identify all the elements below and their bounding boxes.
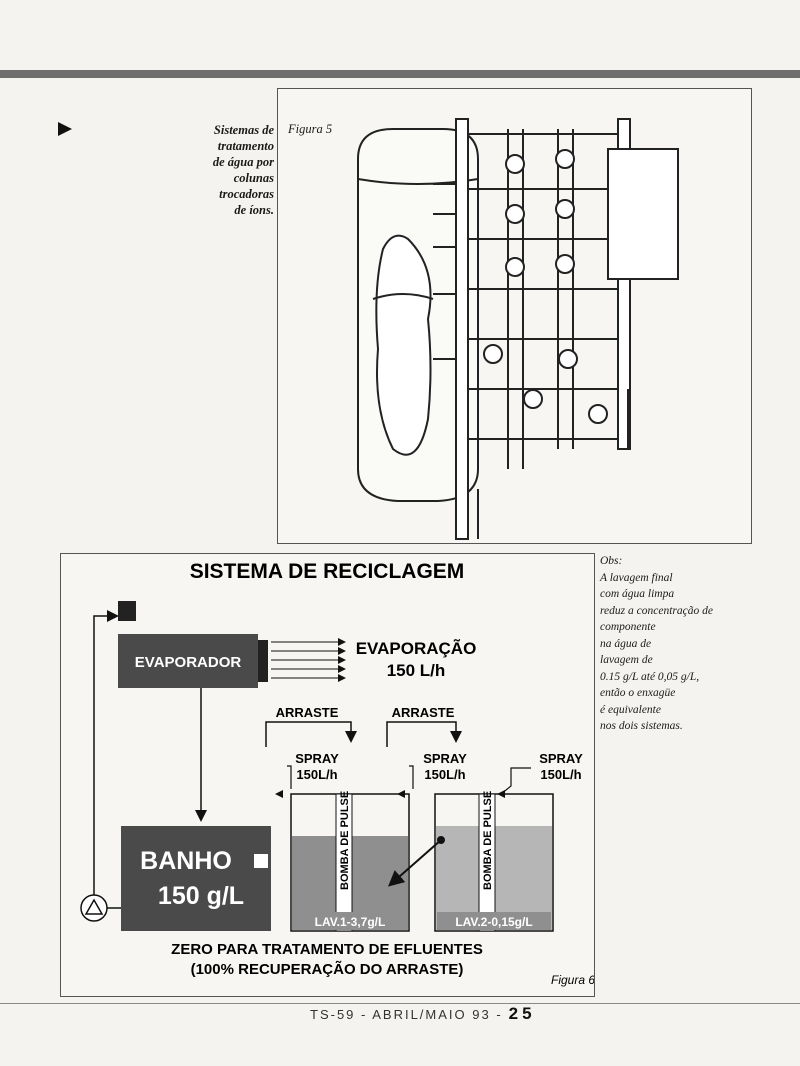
caption-line: colunas [233,171,274,185]
transfer-arrow [387,839,442,887]
pulse-pump-1 [335,793,353,932]
spray-rate: 150L/h [296,767,337,782]
evaporator-label: EVAPORADOR [135,654,242,671]
rinse-2-label-band [437,912,551,930]
spray-label: SPRAY [295,751,339,766]
bullet-arrow-icon [58,122,72,136]
bath-concentration: 150 g/L [158,882,244,910]
zero-effluent-line2: (100% RECUPERAÇÃO DO ARRASTE) [191,960,464,978]
drag-out-line [265,721,357,747]
transfer-point [437,836,445,844]
spray-line [409,765,414,789]
spray-label: SPRAY [539,751,583,766]
drag-out-line [386,721,462,747]
bath-indicator [254,854,268,868]
zero-effluent-line1: ZERO PARA TRATAMENTO DE EFLUENTES [171,941,483,958]
page-number: 25 [508,1004,536,1023]
page-footer: TS-59 - ABRIL/MAIO 93 - 25 [310,1004,536,1024]
footer-issue: TS-59 - ABRIL/MAIO 93 - [310,1007,503,1022]
obs-line: é equivalente [600,703,661,716]
diagram-title: SISTEMA DE RECICLAGEM [190,560,465,583]
evaporator-outlet [258,640,268,682]
evaporation-label: EVAPORAÇÃO [356,638,477,658]
feed-unit [118,601,136,621]
figure5-label: Figura 5 [288,122,333,136]
recycling-system-diagram: SISTEMA DE RECICLAGEM EVAPORADOR EVAPORA… [80,560,595,987]
figure5-frame [277,88,752,544]
spray-label: SPRAY [423,751,467,766]
caption-line: de água por [212,155,274,169]
obs-line: então o enxagüe [600,687,676,699]
obs-line: Obs: [600,555,623,567]
obs-line: A lavagem final [600,571,673,584]
rinse-2-label: LAV.2-0,15g/L [455,915,532,929]
spray-rate: 150L/h [540,767,581,782]
drag-out-label: ARRASTE [276,705,339,720]
figure5-caption: Sistemas de tratamento de água por colun… [150,122,274,218]
obs-line: na água de [600,637,652,650]
obs-line: com água limpa [600,588,675,600]
caption-line: trocadoras [219,187,274,201]
pump-triangle-icon [84,898,104,915]
evaporation-rate: 150 L/h [387,661,446,680]
obs-line: lavagem de [600,654,653,666]
pulse-pump-label: BOMBA DE PULSE [482,791,494,890]
ion-exchange-system-illustration [357,118,679,540]
return-line [93,610,119,898]
rinse-1-label: LAV.1-3,7g/L [315,915,386,929]
obs-line: 0.15 g/L até 0,05 g/L, [600,670,700,683]
spray-line [287,765,292,789]
obs-line: componente [600,621,656,633]
evaporator-unit [118,634,258,688]
drag-out-label: ARRASTE [392,705,455,720]
caption-line: Sistemas de [213,123,274,137]
spray-line [500,767,531,795]
pulse-pump-2 [478,793,496,932]
obs-note: Obs: A lavagem final com água limpa redu… [600,553,780,735]
obs-line: reduz a concentração de [600,604,713,617]
footer-rule [0,1003,800,1004]
figure6-frame: SISTEMA DE RECICLAGEM EVAPORADOR EVAPORA… [60,553,595,997]
figure6-label: Figura 6 [551,973,594,987]
obs-line: nos dois sistemas. [600,720,683,732]
rinse-1-label-band [293,912,407,930]
bath-label: BANHO [140,847,232,875]
bath-tank [121,826,271,931]
evaporation-arrows [271,638,346,682]
spray-nozzle-icon [275,790,283,798]
top-rule [0,70,800,78]
spray-rate: 150L/h [424,767,465,782]
pulse-pump-label: BOMBA DE PULSE [339,791,351,890]
caption-line: de íons. [234,203,274,217]
caption-line: tratamento [217,139,274,153]
